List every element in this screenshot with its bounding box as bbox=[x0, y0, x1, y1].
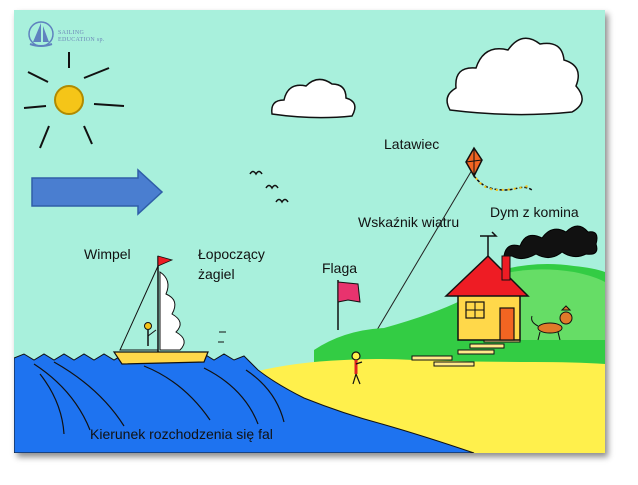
logo-line-2: EDUCATION sp. bbox=[58, 37, 105, 43]
label-wimpel: Wimpel bbox=[84, 246, 131, 262]
pennant bbox=[157, 255, 174, 267]
label-latawiec: Latawiec bbox=[384, 136, 440, 152]
label-waves: Kierunek rozchodzenia się fal bbox=[90, 426, 273, 442]
logo-sailboat-icon bbox=[28, 21, 54, 47]
logo-line-1: SAILING bbox=[58, 30, 85, 36]
label-sail-line2: żagiel bbox=[198, 266, 235, 282]
flapping-sail bbox=[159, 271, 185, 351]
label-sail-line1: Łopoczący bbox=[198, 246, 265, 262]
sailboat-icon bbox=[112, 255, 226, 365]
house-icon bbox=[444, 231, 530, 341]
wind-scene-illustration bbox=[14, 10, 605, 453]
wind-arrow-icon bbox=[31, 168, 164, 216]
cloud-icon bbox=[271, 78, 356, 119]
birds-icon bbox=[249, 170, 289, 204]
label-smoke: Dym z komina bbox=[490, 204, 579, 220]
cloud-icon bbox=[446, 37, 583, 116]
logo-text: SAILING EDUCATION sp. bbox=[58, 30, 105, 44]
wave-lines bbox=[33, 361, 285, 435]
kite-icon bbox=[465, 146, 533, 192]
flag-icon bbox=[337, 280, 361, 330]
illustration-frame: SAILING EDUCATION sp. Wimpel Łopoczący ż… bbox=[14, 10, 605, 453]
sea bbox=[14, 353, 475, 453]
person-icon bbox=[351, 351, 363, 385]
dog-icon bbox=[531, 305, 573, 341]
label-wind-indicator: Wskaźnik wiatru bbox=[358, 214, 460, 230]
sun-icon bbox=[23, 52, 125, 149]
smoke-icon bbox=[503, 225, 598, 260]
label-flaga: Flaga bbox=[322, 260, 358, 276]
